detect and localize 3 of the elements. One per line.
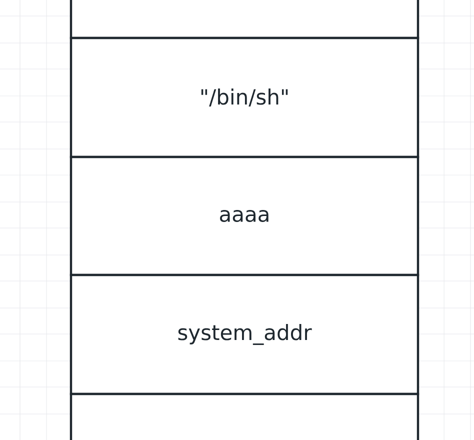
memory-cell: aaaa xyxy=(70,156,420,276)
empty-box xyxy=(70,0,420,40)
empty-box xyxy=(70,392,420,440)
